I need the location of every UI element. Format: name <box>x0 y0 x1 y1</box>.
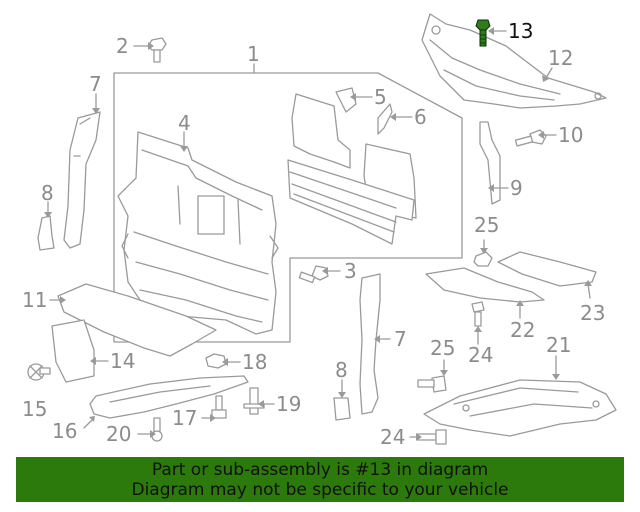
callout-24-upper: 24 <box>468 343 493 367</box>
callout-21: 21 <box>546 333 571 357</box>
part-18-nut <box>205 353 227 369</box>
callout-18: 18 <box>242 350 267 374</box>
callout-16: 16 <box>52 419 77 443</box>
callout-3: 3 <box>344 259 357 283</box>
part-15-clip <box>27 363 51 381</box>
part-8-right-clip <box>333 397 351 421</box>
info-banner: Part or sub-assembly is #13 in diagram D… <box>16 457 624 502</box>
callout-13: 13 <box>508 19 533 43</box>
callout-5: 5 <box>374 85 387 109</box>
callout-25-lower: 25 <box>430 336 455 360</box>
callout-12: 12 <box>548 46 573 70</box>
part-24-bolt-upper <box>471 301 485 327</box>
callout-6: 6 <box>414 105 427 129</box>
part-13-bolt <box>475 19 491 47</box>
callout-7-left: 7 <box>89 72 102 96</box>
banner-line-2: Diagram may not be specific to your vehi… <box>131 479 509 500</box>
callout-labels: 1 2 3 4 5 6 7 7 8 8 9 10 11 12 13 14 15 … <box>22 19 605 449</box>
callout-19: 19 <box>276 392 301 416</box>
callout-11: 11 <box>22 288 47 312</box>
part-25-nut-upper <box>473 251 493 267</box>
part-3-bolt <box>298 265 329 284</box>
part-22-shield <box>425 267 545 303</box>
callout-14: 14 <box>110 349 135 373</box>
callout-25-upper: 25 <box>474 213 499 237</box>
callout-7-right: 7 <box>394 327 407 351</box>
callout-23: 23 <box>580 301 605 325</box>
part-24-bolt-lower <box>417 429 447 445</box>
part-7-left-bracket <box>63 111 101 249</box>
part-25-bolt-lower <box>417 375 447 393</box>
part-17-stud <box>211 395 227 419</box>
part-19-clip <box>243 387 265 415</box>
callout-8-right: 8 <box>335 358 348 382</box>
part-deflector-panels <box>287 87 417 245</box>
callout-10: 10 <box>558 123 583 147</box>
callout-15: 15 <box>22 397 47 421</box>
part-10-bolt <box>514 129 547 147</box>
part-9-bracket <box>479 121 501 205</box>
callout-9: 9 <box>510 176 523 200</box>
callout-4: 4 <box>178 111 191 135</box>
callout-20: 20 <box>106 422 131 446</box>
callout-2: 2 <box>116 34 129 58</box>
part-20-clip <box>151 417 163 442</box>
callout-22: 22 <box>510 318 535 342</box>
callout-1: 1 <box>247 42 260 66</box>
part-2-bolt <box>147 37 167 63</box>
banner-line-1: Part or sub-assembly is #13 in diagram <box>151 459 489 480</box>
part-8-left-clip <box>37 215 55 251</box>
part-11-panel <box>57 283 217 357</box>
callout-8-left: 8 <box>41 181 54 205</box>
callout-24-lower: 24 <box>380 425 405 449</box>
part-4-shroud <box>117 131 279 335</box>
part-23-shield <box>497 251 597 287</box>
leader-lines <box>44 27 592 441</box>
part-7-right-bracket <box>359 273 381 415</box>
part-14-plate <box>51 319 95 383</box>
part-21-underbody <box>423 379 617 437</box>
callout-17: 17 <box>172 406 197 430</box>
part-16-bracket <box>89 375 249 419</box>
